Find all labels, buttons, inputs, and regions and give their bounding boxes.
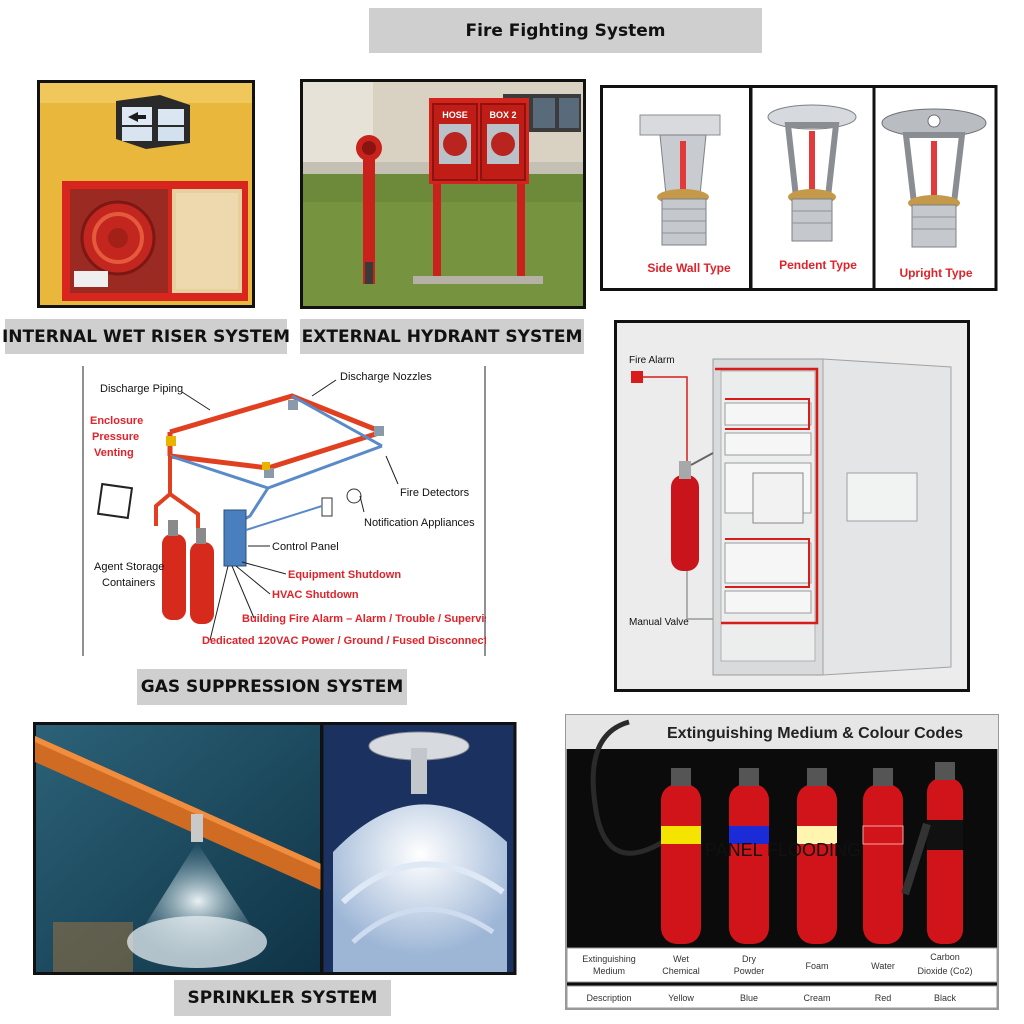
upright-label: Upright Type <box>899 266 972 280</box>
medium-co2-line2: Dioxide (Co2) <box>917 966 972 976</box>
extinguisher-water-icon <box>862 768 904 944</box>
medium-foam: Foam <box>805 961 828 971</box>
desc-black: Black <box>934 993 957 1003</box>
desc-cream: Cream <box>803 993 830 1003</box>
sprinkler-caption: SPRINKLER SYSTEM <box>174 980 391 1016</box>
label-power: Dedicated 120VAC Power / Ground / Fused … <box>202 635 486 647</box>
label-discharge-nozzles: Discharge Nozzles <box>340 371 432 383</box>
medium-wet-line2: Chemical <box>662 966 700 976</box>
page-title: Fire Fighting System <box>369 8 762 53</box>
label-notification-appliances: Notification Appliances <box>364 517 475 529</box>
gas-caption: GAS SUPPRESSION SYSTEM <box>137 669 407 705</box>
pendent-label: Pendent Type <box>779 258 857 272</box>
hydrant-caption: EXTERNAL HYDRANT SYSTEM <box>300 319 584 354</box>
desc-blue: Blue <box>740 993 758 1003</box>
upright-sprinkler-icon <box>881 108 987 248</box>
medium-dry-line2: Powder <box>734 966 765 976</box>
medium-water: Water <box>871 961 895 971</box>
label-agent-storage-2: Containers <box>102 577 156 589</box>
wet-riser-photo <box>37 80 255 308</box>
colour-codes-panel: Extinguishing Medium & Colour Codes <box>565 714 999 1010</box>
desc-yellow: Yellow <box>668 993 694 1003</box>
fire-alarm-label: Fire Alarm <box>629 355 675 366</box>
pendent-sprinkler-icon <box>767 104 857 242</box>
extinguisher-foam-icon <box>797 768 837 944</box>
medium-dry-line1: Dry <box>742 954 756 964</box>
label-hvac-shutdown: HVAC Shutdown <box>272 589 359 601</box>
colour-codes-title: Extinguishing Medium & Colour Codes <box>667 725 963 742</box>
label-equipment-shutdown: Equipment Shutdown <box>288 569 401 581</box>
desc-red: Red <box>875 993 892 1003</box>
row1-header-line2: Medium <box>593 966 625 976</box>
row2-header: Description <box>586 993 631 1003</box>
side-wall-label: Side Wall Type <box>647 261 731 275</box>
wet-riser-caption: INTERNAL WET RISER SYSTEM <box>2 319 290 354</box>
extinguisher-dry-powder-icon <box>729 768 769 944</box>
row1-header-line1: Extinguishing <box>582 954 636 964</box>
label-agent-storage-1: Agent Storage <box>94 561 164 573</box>
panel-flooding-image: Fire Alarm Manual Valve <box>614 320 970 692</box>
side-wall-sprinkler-icon <box>639 114 721 246</box>
medium-wet-line1: Wet <box>673 954 689 964</box>
label-fire-detectors: Fire Detectors <box>400 487 470 499</box>
label-enclosure-3: Venting <box>94 447 134 459</box>
sprinkler-photos <box>33 722 517 975</box>
label-building-fire-alarm: Building Fire Alarm – Alarm / Trouble / … <box>242 613 486 625</box>
hydrant-photo: HOSE BOX 2 <box>300 79 586 309</box>
manual-valve-label: Manual Valve <box>629 617 689 628</box>
label-control-panel: Control Panel <box>272 541 339 553</box>
label-enclosure-2: Pressure <box>92 431 139 443</box>
label-discharge-piping: Discharge Piping <box>100 383 183 395</box>
label-enclosure-1: Enclosure <box>90 415 143 427</box>
hydrant-box-left-label: HOSE <box>442 110 468 120</box>
panel-flooding-overlay: PANEL FLOODING <box>705 840 861 860</box>
extinguisher-wet-chemical-icon <box>661 768 701 944</box>
medium-co2-line1: Carbon <box>930 952 960 962</box>
sprinkler-types-panel: Side Wall Type Pendent Type Upright Type <box>600 85 998 291</box>
hydrant-box-right-label: BOX 2 <box>489 110 516 120</box>
gas-suppression-diagram: Discharge Piping Discharge Nozzles Enclo… <box>82 366 486 656</box>
extinguisher-co2-icon <box>901 762 963 944</box>
